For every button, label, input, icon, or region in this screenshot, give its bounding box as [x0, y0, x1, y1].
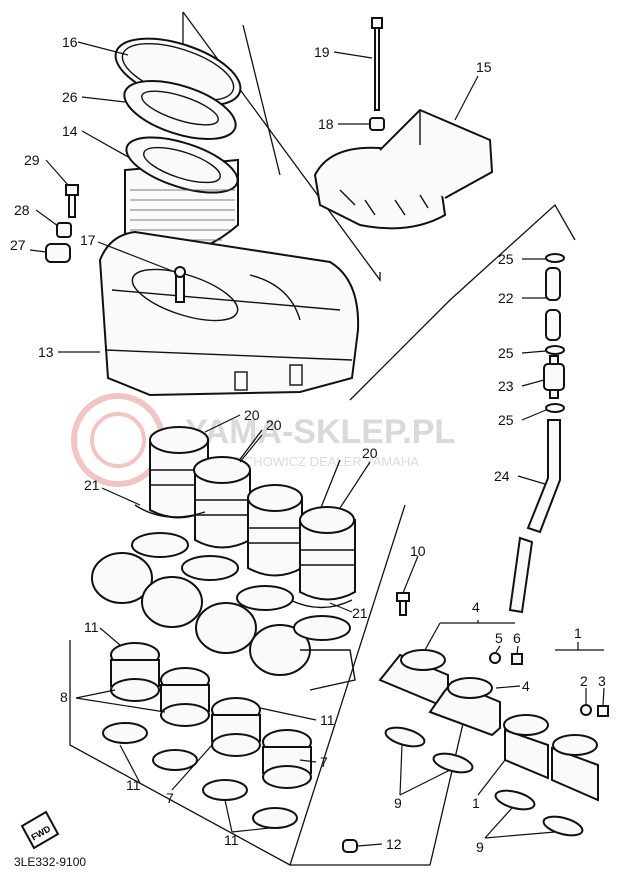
callout-label: 20 — [362, 445, 378, 461]
part-clip-25-c — [545, 403, 565, 413]
part-check-valve-23 — [543, 355, 565, 399]
part-air-box-13 — [98, 230, 360, 397]
part-clamp-11 — [102, 722, 298, 829]
callout-label: 1 — [574, 625, 582, 641]
callout-label: 28 — [14, 202, 30, 218]
part-manifold-1-a — [503, 714, 549, 780]
callout-label: 11 — [84, 619, 99, 635]
diagram-code: 3LE332-9100 — [14, 855, 86, 869]
callout-label: 13 — [38, 344, 54, 360]
callout-label: 23 — [498, 378, 514, 394]
callout-label: 8 — [60, 689, 68, 705]
callout-label: 27 — [10, 237, 26, 253]
part-clamp-21 — [134, 504, 353, 609]
part-screw-10 — [396, 592, 410, 616]
callout-label: 22 — [498, 290, 514, 306]
callout-label: 11 — [126, 777, 141, 793]
callout-label: 29 — [24, 152, 40, 168]
callout-label: 26 — [62, 89, 78, 105]
callout-label: 4 — [472, 599, 480, 615]
part-air-duct-15 — [313, 108, 494, 230]
callout-label: 9 — [476, 839, 484, 855]
callout-label: 11 — [224, 832, 239, 848]
callout-label: 9 — [394, 795, 402, 811]
part-hose-24 — [508, 419, 561, 614]
part-intake-boot-20-1 — [149, 426, 209, 519]
part-manifold-4-b — [428, 677, 501, 737]
callout-label: 25 — [498, 251, 514, 267]
part-gasket-9 — [384, 726, 584, 837]
callout-label: 2 — [580, 673, 588, 689]
part-washer-18 — [369, 117, 385, 131]
callout-label: 10 — [410, 543, 426, 559]
part-manifold-4-a — [378, 649, 449, 707]
callout-label: 4 — [522, 678, 530, 694]
callout-label: 20 — [266, 417, 282, 433]
watermark-logo-inner — [90, 412, 146, 468]
callout-label: 5 — [495, 630, 503, 646]
callout-label: 16 — [62, 34, 78, 50]
callout-label: 21 — [352, 605, 368, 621]
part-clip-25-a — [545, 253, 565, 263]
callout-label: 14 — [62, 123, 78, 139]
callout-label: 1 — [472, 795, 480, 811]
callout-label: 6 — [513, 630, 521, 646]
part-intake-boot-20-3 — [247, 484, 303, 577]
callout-label: 25 — [498, 412, 514, 428]
part-grommet-27 — [45, 243, 71, 263]
callout-label: 12 — [386, 836, 402, 852]
callout-label: 25 — [498, 345, 514, 361]
callout-label: 19 — [314, 44, 330, 60]
part-air-filter-14 — [124, 136, 239, 254]
callout-label: 11 — [320, 712, 335, 728]
callout-label: 7 — [166, 790, 174, 806]
assembly-frame-lines — [69, 11, 576, 866]
watermark: YAMA-SKLEP.PL OJ ECHOWICZ DEALER YAMAHA — [71, 393, 455, 487]
callout-label: 15 — [476, 59, 492, 75]
part-bolt-29 — [65, 184, 79, 218]
carburetor-bank — [91, 532, 356, 691]
callout-label: 18 — [318, 116, 334, 132]
part-screws-5-6-2-3 — [489, 652, 609, 717]
part-intake-boot-20-4 — [299, 506, 356, 601]
callout-label: 20 — [244, 407, 260, 423]
part-manifold-1-b — [551, 734, 599, 802]
part-hose-22 — [545, 267, 561, 341]
watermark-title: YAMA-SKLEP.PL — [185, 413, 455, 451]
callout-label: 3 — [598, 673, 606, 689]
part-stud-19 — [371, 17, 383, 111]
part-clip-25-b — [545, 345, 565, 355]
callout-label: 24 — [494, 468, 510, 484]
part-pin-17 — [174, 266, 186, 303]
fwd-arrow: FWD — [20, 810, 60, 850]
callout-label: 17 — [80, 232, 96, 248]
part-carb-joint-8 — [110, 642, 312, 789]
watermark-logo — [71, 393, 165, 487]
part-intake-boot-20-2 — [193, 456, 251, 549]
callout-label: 7 — [320, 754, 328, 770]
callouts: 16 26 14 29 28 27 17 13 19 15 18 25 22 2… — [10, 34, 606, 855]
callout-label: 21 — [84, 477, 100, 493]
part-collar-28 — [56, 222, 72, 238]
part-seal-26 — [123, 79, 237, 141]
part-cap-12 — [342, 839, 358, 853]
